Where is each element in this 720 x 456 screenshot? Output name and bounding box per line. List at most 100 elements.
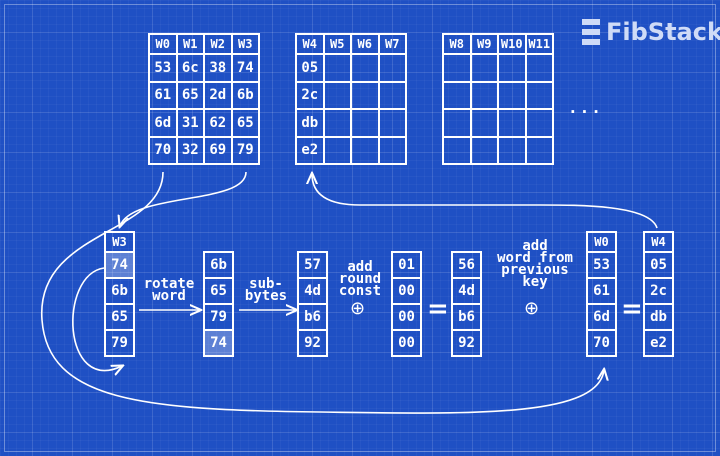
byte-cell: 92 — [451, 329, 482, 357]
word-header: W2 — [203, 33, 233, 55]
key-cell: 6c — [175, 53, 205, 83]
byte-cell: b6 — [451, 303, 482, 331]
byte-cell: db — [643, 303, 674, 331]
byte-cell: 74 — [104, 251, 135, 279]
key-cell: 32 — [175, 135, 205, 165]
blueprint-frame — [4, 4, 716, 452]
byte-cell: 57 — [297, 251, 328, 279]
key-cell — [322, 53, 352, 83]
key-cell — [442, 135, 472, 165]
byte-cell: 01 — [391, 251, 422, 279]
logo-text: FibStack — [606, 18, 720, 46]
key-cell — [350, 80, 380, 110]
word-header: W11 — [524, 33, 554, 55]
byte-cell: 56 — [451, 251, 482, 279]
byte-cell: 6b — [104, 277, 135, 305]
arrow-w3-down — [120, 171, 247, 226]
word-header: W9 — [469, 33, 499, 55]
byte-cell: 6b — [203, 251, 234, 279]
key-cell — [442, 53, 472, 83]
key-cell — [469, 53, 499, 83]
key-cell: 61 — [148, 80, 178, 110]
byte-cell: 65 — [203, 277, 234, 305]
key-cell — [350, 53, 380, 83]
key-cell: 2d — [203, 80, 233, 110]
byte-cell: 00 — [391, 303, 422, 331]
continuation-ellipsis: ... — [568, 98, 603, 117]
byte-cell: b6 — [297, 303, 328, 331]
key-cell — [497, 80, 527, 110]
equals-sign-1: = — [427, 294, 449, 324]
word-header: W8 — [442, 33, 472, 55]
key-cell — [469, 80, 499, 110]
key-cell: 74 — [230, 53, 260, 83]
byte-cell: 70 — [586, 329, 617, 357]
key-cell — [469, 108, 499, 138]
word-header: W6 — [350, 33, 380, 55]
word-header: W1 — [175, 33, 205, 55]
key-cell: 31 — [175, 108, 205, 138]
key-cell: 05 — [295, 53, 325, 83]
key-cell — [524, 108, 554, 138]
key-cell: 65 — [175, 80, 205, 110]
key-cell — [497, 53, 527, 83]
stacked-bars-logo-icon — [582, 19, 600, 45]
xor-symbol-2: ⊕ — [524, 298, 540, 319]
key-cell — [350, 135, 380, 165]
key-cell — [377, 53, 407, 83]
byte-cell: 05 — [643, 251, 674, 279]
byte-cell: 61 — [586, 277, 617, 305]
key-cell — [322, 80, 352, 110]
byte-cell: 92 — [297, 329, 328, 357]
byte-cell: 53 — [586, 251, 617, 279]
equals-sign-2: = — [621, 294, 643, 324]
byte-cell: 4d — [297, 277, 328, 305]
byte-cell: 79 — [104, 329, 135, 357]
key-cell: 69 — [203, 135, 233, 165]
key-cell — [469, 135, 499, 165]
key-cell: 6b — [230, 80, 260, 110]
byte-cell: e2 — [643, 329, 674, 357]
word-header: W4 — [295, 33, 325, 55]
key-cell — [524, 53, 554, 83]
key-cell: 79 — [230, 135, 260, 165]
key-cell — [442, 80, 472, 110]
sub-bytes-label: sub-bytes — [244, 276, 288, 304]
key-cell — [350, 108, 380, 138]
column-header: W3 — [104, 231, 135, 253]
key-cell — [377, 135, 407, 165]
byte-cell: 79 — [203, 303, 234, 331]
key-cell — [524, 135, 554, 165]
column-header: W0 — [586, 231, 617, 253]
key-cell: 65 — [230, 108, 260, 138]
key-cell — [497, 135, 527, 165]
key-cell: 6d — [148, 108, 178, 138]
key-cell: db — [295, 108, 325, 138]
arrow-w0-down — [41, 171, 604, 414]
word-header: W0 — [148, 33, 178, 55]
key-cell — [377, 108, 407, 138]
xor-symbol-1: ⊕ — [350, 298, 366, 319]
byte-cell: 4d — [451, 277, 482, 305]
key-cell — [524, 80, 554, 110]
word-header: W3 — [230, 33, 260, 55]
word-header: W5 — [322, 33, 352, 55]
arrow-w4-up — [312, 174, 658, 229]
byte-cell: 00 — [391, 277, 422, 305]
byte-cell: 6d — [586, 303, 617, 331]
byte-cell: 74 — [203, 329, 234, 357]
key-cell — [322, 108, 352, 138]
byte-cell: 00 — [391, 329, 422, 357]
key-cell: 2c — [295, 80, 325, 110]
key-cell: 38 — [203, 53, 233, 83]
key-cell — [377, 80, 407, 110]
key-cell — [497, 108, 527, 138]
word-header: W7 — [377, 33, 407, 55]
key-cell: 53 — [148, 53, 178, 83]
key-cell — [442, 108, 472, 138]
